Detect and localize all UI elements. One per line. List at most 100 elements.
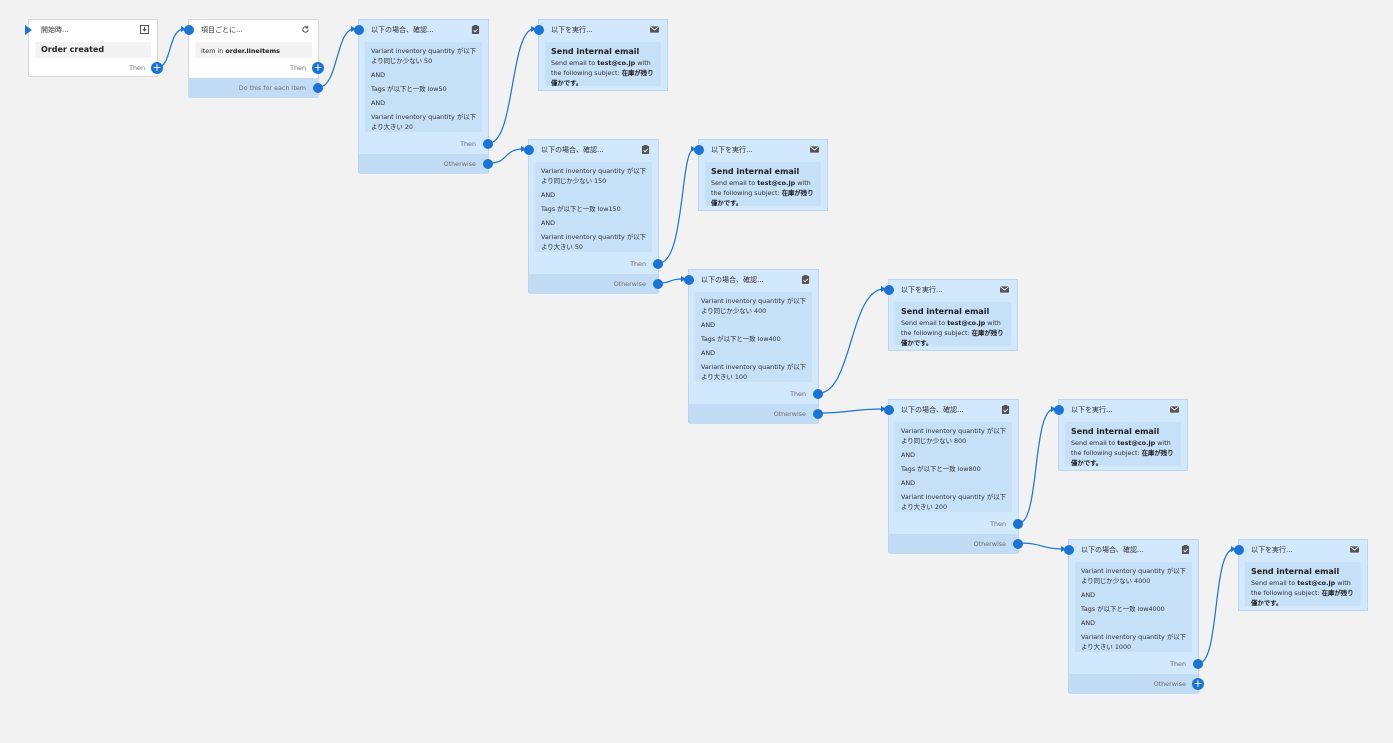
condition-input-port[interactable] (1064, 545, 1074, 555)
condition-node-3[interactable]: 以下の場合、確認... Variant inventory quantity が… (684, 269, 823, 424)
action-input-port[interactable] (534, 25, 544, 35)
condition-line: Tags が以下と一致 low4000 (1081, 605, 1165, 613)
and-label: AND (541, 191, 556, 199)
loop-header: 項目ごとに... (189, 20, 318, 40)
trigger-node[interactable]: 開始時... Order created Then + (25, 19, 163, 78)
condition-node-1[interactable]: 以下の場合、確認... Variant inventory quantity が… (354, 19, 493, 174)
trigger-title: Order created (41, 45, 105, 54)
otherwise-output-port[interactable] (813, 409, 823, 419)
action-input-port[interactable] (1234, 545, 1244, 555)
action-description: Send email to test@co.jp with the follow… (1071, 439, 1174, 467)
action-header: 以下を実行... (889, 280, 1017, 300)
condition-node-5[interactable]: 以下の場合、確認... Variant inventory quantity が… (1064, 539, 1204, 694)
otherwise-output-port[interactable] (1013, 539, 1023, 549)
condition-input-port[interactable] (524, 145, 534, 155)
condition-line: Variant inventory quantity が以下より大きい 200 (901, 493, 1006, 511)
clipboard-check-icon (641, 145, 650, 154)
condition-then-row: Then (689, 384, 823, 404)
condition-input-port[interactable] (684, 275, 694, 285)
condition-body: Variant inventory quantity が以下より同じか少ない 1… (535, 162, 652, 252)
connector-cond3-action3 (818, 288, 885, 394)
mail-icon (650, 26, 659, 33)
connector-cond1-action1 (488, 28, 535, 144)
otherwise-output-port[interactable] (483, 159, 493, 169)
then-output-port[interactable] (1193, 659, 1203, 669)
action-node-1[interactable]: 以下を実行... Send internal email Send email … (534, 19, 668, 91)
condition-line: Tags が以下と一致 low800 (901, 465, 981, 473)
and-label: AND (1081, 591, 1096, 599)
condition-then-row: Then (359, 134, 493, 154)
loop-each-row: Do this for each item (189, 78, 323, 98)
action-header: 以下を実行... (699, 140, 827, 160)
download-icon (140, 25, 149, 34)
action-node-2[interactable]: 以下を実行... Send internal email Send email … (694, 139, 828, 211)
add-step-plus-icon[interactable]: + (1192, 677, 1204, 690)
loop-body: item in order.lineItems (195, 42, 312, 58)
condition-header: 以下の場合、確認... (689, 270, 818, 290)
condition-body: Variant inventory quantity が以下より同じか少ない 8… (895, 422, 1012, 512)
condition-body: Variant inventory quantity が以下より同じか少ない 5… (365, 42, 482, 132)
then-output-port[interactable] (813, 389, 823, 399)
loop-input-port[interactable] (184, 25, 194, 35)
action-input-port[interactable] (1054, 405, 1064, 415)
action-body: Send internal email Send email to test@c… (705, 162, 821, 207)
condition-input-port[interactable] (884, 405, 894, 415)
condition-line: Variant inventory quantity が以下より同じか少ない 4… (701, 297, 806, 315)
condition-then-row: Then (889, 514, 1023, 534)
loop-node[interactable]: 項目ごとに... item in order.lineItems Then + … (184, 19, 324, 98)
loop-then-label: Then (290, 64, 306, 72)
condition-body: Variant inventory quantity が以下より同じか少ない 4… (695, 292, 812, 382)
action-title: Send internal email (1251, 567, 1340, 576)
action-body: Send internal email Send email to test@c… (1065, 422, 1181, 467)
and-label: AND (1081, 619, 1096, 627)
action-header: 以下を実行... (1239, 540, 1367, 560)
action-body: Send internal email Send email to test@c… (895, 302, 1011, 347)
action-input-port[interactable] (694, 145, 704, 155)
condition-line: Variant inventory quantity が以下より大きい 20 (371, 113, 476, 131)
otherwise-output-port[interactable] (653, 279, 663, 289)
and-label: AND (371, 71, 386, 79)
action-node-3[interactable]: 以下を実行... Send internal email Send email … (884, 279, 1018, 351)
connector-cond5-action5 (1198, 548, 1235, 664)
condition-line: Variant inventory quantity が以下より同じか少ない 8… (901, 427, 1006, 445)
condition-node-2[interactable]: 以下の場合、確認... Variant inventory quantity が… (524, 139, 663, 294)
trigger-header: 開始時... (29, 20, 157, 40)
condition-then-row: Then (1069, 654, 1203, 674)
condition-header: 以下の場合、確認... (1069, 540, 1198, 560)
action-description: Send email to test@co.jp with the follow… (901, 319, 1004, 347)
mail-icon (1170, 406, 1179, 413)
condition-header: 以下の場合、確認... (529, 140, 658, 160)
add-step-plus-icon[interactable]: + (151, 61, 163, 74)
trigger-then-row: Then + (29, 58, 163, 78)
action-header: 以下を実行... (539, 20, 667, 40)
and-label: AND (901, 451, 916, 459)
start-marker (25, 25, 32, 35)
action-node-5[interactable]: 以下を実行... Send internal email Send email … (1234, 539, 1368, 611)
then-output-port[interactable] (1013, 519, 1023, 529)
action-title: Send internal email (711, 167, 800, 176)
condition-then-row: Then (529, 254, 663, 274)
condition-otherwise-row: Otherwise (359, 154, 493, 174)
add-step-plus-icon[interactable]: + (312, 61, 324, 74)
condition-otherwise-row: Otherwise (689, 404, 823, 424)
condition-line: Variant inventory quantity が以下より同じか少ない 4… (1081, 567, 1186, 585)
action-input-port[interactable] (884, 285, 894, 295)
then-output-port[interactable] (483, 139, 493, 149)
condition-input-port[interactable] (354, 25, 364, 35)
loop-text: item in order.lineItems (201, 47, 280, 55)
loop-each-output-port[interactable] (313, 83, 323, 93)
and-label: AND (701, 321, 716, 329)
connector-trigger-loop (157, 28, 185, 68)
loop-each-label: Do this for each item (238, 84, 306, 92)
and-label: AND (701, 349, 716, 357)
condition-header: 以下の場合、確認... (359, 20, 488, 40)
condition-node-4[interactable]: 以下の場合、確認... Variant inventory quantity が… (884, 399, 1023, 554)
trigger-then-label: Then (129, 64, 145, 72)
clipboard-check-icon (471, 25, 480, 34)
loop-header-label: 項目ごとに... (201, 26, 243, 34)
action-header: 以下を実行... (1059, 400, 1187, 420)
condition-line: Variant inventory quantity が以下より同じか少ない 1… (541, 167, 646, 185)
then-output-port[interactable] (653, 259, 663, 269)
condition-line: Tags が以下と一致 low50 (371, 85, 447, 93)
action-node-4[interactable]: 以下を実行... Send internal email Send email … (1054, 399, 1188, 471)
